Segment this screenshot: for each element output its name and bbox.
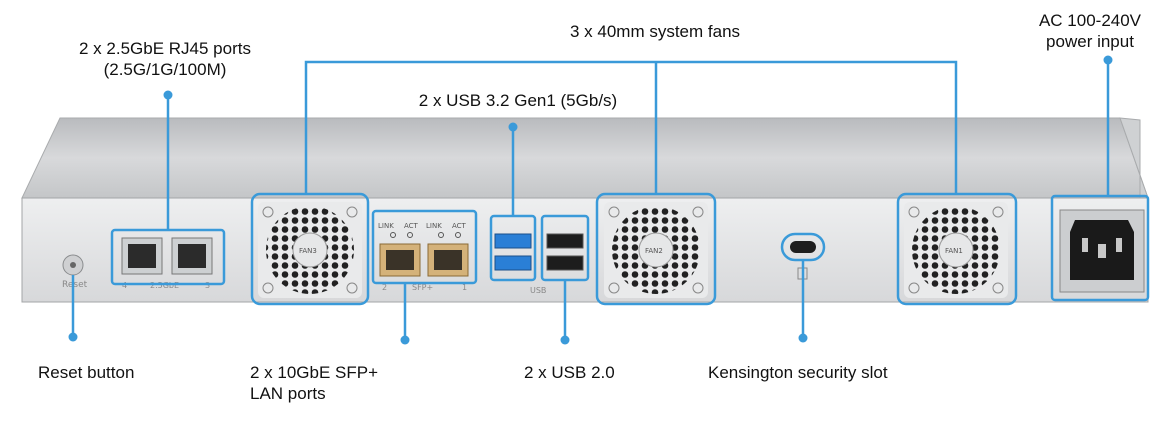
leader-dots xyxy=(68,55,1113,345)
sfp-number-left: 2 xyxy=(382,283,387,292)
sfp-act-led-1 xyxy=(407,232,413,238)
sfp-number-right: 1 xyxy=(462,283,467,292)
rj45-callout: 2 x 2.5GbE RJ45 ports (2.5G/1G/100M) xyxy=(40,38,290,80)
usb32-callout: 2 x USB 3.2 Gen1 (5Gb/s) xyxy=(418,91,618,110)
rj45-callout-line1: 2 x 2.5GbE RJ45 ports xyxy=(79,39,251,58)
sfp-act-label-1: ACT xyxy=(404,222,419,230)
fan3-label: FAN3 xyxy=(299,247,317,255)
fan3-highlight-box xyxy=(250,192,370,306)
ac-callout: AC 100-240V power input xyxy=(1020,10,1160,52)
fan3 xyxy=(258,202,362,298)
reset-button[interactable] xyxy=(62,254,84,276)
rj45-port-right[interactable] xyxy=(171,237,213,275)
kensington-callout: Kensington security slot xyxy=(708,363,888,382)
sfp-link-label-2: LINK xyxy=(426,222,442,230)
rj45-caption: 2.5GbE xyxy=(150,281,179,290)
usb-caption: USB xyxy=(530,286,546,295)
sfp-link-led-1 xyxy=(390,232,396,238)
leader-lines xyxy=(71,60,1110,339)
fan2 xyxy=(604,202,708,298)
rj45-callout-line2: (2.5G/1G/100M) xyxy=(103,60,227,79)
sfp-act-led-2 xyxy=(455,232,461,238)
rj45-port-left[interactable] xyxy=(121,237,163,275)
reset-callout: Reset button xyxy=(38,363,135,382)
usb2-port-top[interactable] xyxy=(546,233,584,249)
sfp-link-led-2 xyxy=(438,232,444,238)
sfp-callout: 2 x 10GbE SFP+ LAN ports xyxy=(250,362,378,404)
sfp-callout-line1: 2 x 10GbE SFP+ xyxy=(250,363,379,382)
reset-leader-dot xyxy=(68,332,78,342)
rj45-number-right: 3 xyxy=(205,281,210,290)
sfp-leader-dot xyxy=(400,335,410,345)
sfp-caption: SFP+ xyxy=(412,283,433,292)
rj45-leader-dot xyxy=(163,90,173,100)
fan1-label: FAN1 xyxy=(945,247,963,255)
ac-highlight-box xyxy=(1050,194,1150,302)
sfp-port-right[interactable] xyxy=(427,243,469,277)
fan1 xyxy=(904,202,1008,298)
usb32-port-top[interactable] xyxy=(494,233,532,249)
usb2-leader-dot xyxy=(560,335,570,345)
sfp-port-left[interactable] xyxy=(379,243,421,277)
ac-callout-line2: power input xyxy=(1046,32,1134,51)
chassis-top xyxy=(21,117,1149,199)
usb2-port-bottom[interactable] xyxy=(546,255,584,271)
ac-power-inlet[interactable] xyxy=(1059,209,1145,293)
usb32-leader-dot xyxy=(508,122,518,132)
usb2-callout: 2 x USB 2.0 xyxy=(524,363,615,382)
rj45-number-left: 4 xyxy=(122,281,127,290)
kensington-leader-dot xyxy=(798,333,808,343)
fans-callout: 3 x 40mm system fans xyxy=(569,22,741,41)
ac-leader-dot xyxy=(1103,55,1113,65)
fan2-label: FAN2 xyxy=(645,247,663,255)
reset-label: Reset xyxy=(62,280,88,290)
sfp-link-label-1: LINK xyxy=(378,222,394,230)
ac-callout-line1: AC 100-240V xyxy=(1038,11,1142,30)
sfp-act-label-2: ACT xyxy=(452,222,467,230)
sfp-callout-line2: LAN ports xyxy=(250,384,326,403)
usb32-port-bottom[interactable] xyxy=(494,255,532,271)
sfp-highlight-box xyxy=(371,209,478,285)
